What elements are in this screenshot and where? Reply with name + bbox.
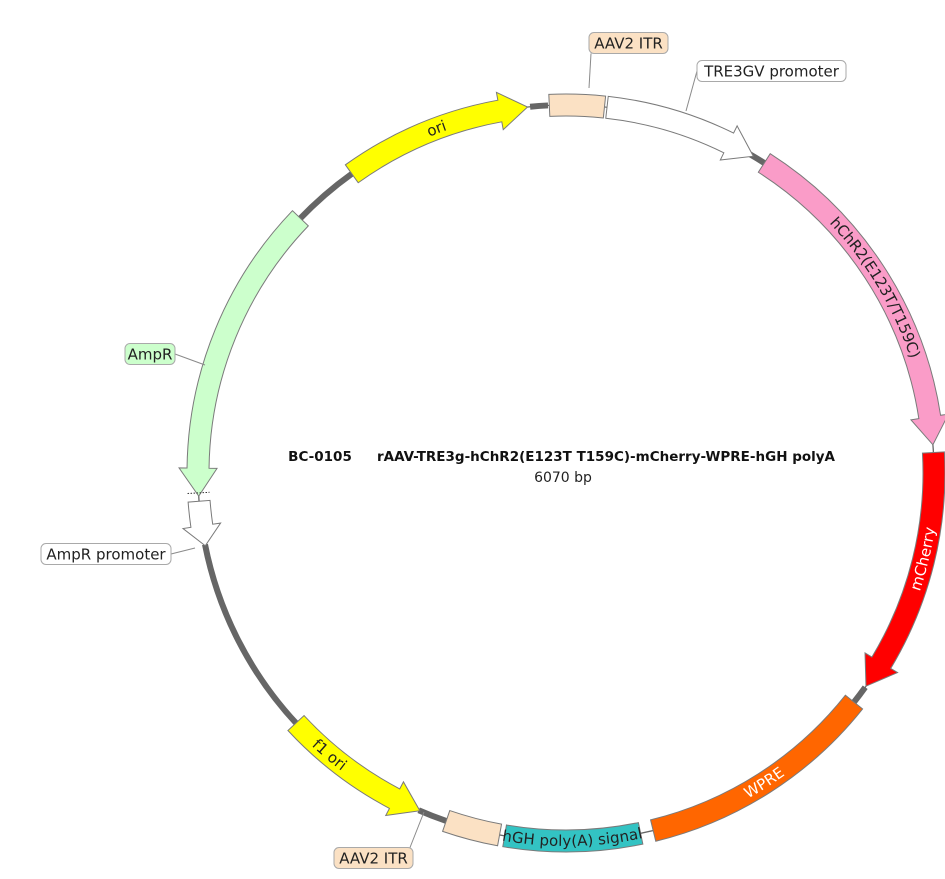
feature-hchr2[interactable] xyxy=(757,153,945,446)
feature-label-hchr2: hChR2(E123T/T159C) xyxy=(827,213,925,360)
leader-line xyxy=(170,547,196,555)
features xyxy=(178,91,945,853)
feature-hgh-polya-shape[interactable] xyxy=(502,821,644,853)
plasmid-length: 6070 bp xyxy=(534,470,592,486)
feature-label-ampr-promoter: AmpR promoter xyxy=(46,546,166,564)
feature-aav2-itr-top[interactable] xyxy=(548,93,607,119)
label-box xyxy=(696,60,847,82)
feature-label-ampr: AmpR xyxy=(128,346,173,364)
backbone-thick-segment xyxy=(202,543,300,727)
feature-aav2-itr-bottom-shape[interactable] xyxy=(441,809,503,847)
external-label-ampr-promoter[interactable]: AmpR promoter xyxy=(40,543,196,565)
feature-label-ori: ori xyxy=(424,116,449,140)
feature-aav2-itr-top-shape[interactable] xyxy=(548,93,607,119)
backbone-thick-segment xyxy=(851,685,868,705)
feature-tre3gv-promoter-shape[interactable] xyxy=(605,95,755,161)
label-box xyxy=(333,847,414,869)
external-label-tre3gv-promoter[interactable]: TRE3GV promoter xyxy=(685,60,847,112)
backbone-thick-segment xyxy=(297,171,354,222)
feature-tre3gv-promoter[interactable] xyxy=(605,95,755,161)
feature-ampr-promoter[interactable] xyxy=(181,499,222,547)
feature-label-aav2-itr-top: AAV2 ITR xyxy=(594,35,663,53)
feature-ori[interactable] xyxy=(344,91,529,184)
plasmid-name: rAAV-TRE3g-hChR2(E123T T159C)-mCherry-WP… xyxy=(377,449,836,465)
feature-mcherry-shape[interactable] xyxy=(864,451,945,687)
leader-line xyxy=(174,353,206,366)
leader-line xyxy=(588,53,592,89)
feature-mcherry[interactable] xyxy=(864,451,945,687)
external-label-aav2-itr-top[interactable]: AAV2 ITR xyxy=(588,32,669,89)
label-box xyxy=(40,543,172,565)
feature-label-tre3gv-promoter: TRE3GV promoter xyxy=(703,63,840,81)
feature-hgh-polya[interactable] xyxy=(502,821,644,853)
plasmid-id: BC-0105 xyxy=(288,449,352,465)
external-label-ampr[interactable]: AmpR xyxy=(124,343,206,366)
backbone-thick-segment xyxy=(529,102,549,110)
feature-f1-ori-shape[interactable] xyxy=(287,714,421,817)
feature-hchr2-shape[interactable] xyxy=(757,153,945,446)
feature-wpre[interactable] xyxy=(649,694,864,842)
leader-line xyxy=(409,811,425,848)
feature-wpre-shape[interactable] xyxy=(649,694,864,842)
label-box xyxy=(124,343,176,365)
leader-line xyxy=(685,70,698,112)
feature-ampr[interactable] xyxy=(178,209,310,498)
feature-ampr-promoter-shape[interactable] xyxy=(181,499,222,547)
external-label-aav2-itr-bottom[interactable]: AAV2 ITR xyxy=(333,811,425,869)
feature-ampr-shape[interactable] xyxy=(178,209,310,498)
feature-label-aav2-itr-bottom: AAV2 ITR xyxy=(339,850,408,868)
feature-aav2-itr-bottom[interactable] xyxy=(441,809,503,847)
feature-ori-shape[interactable] xyxy=(344,91,529,184)
label-box xyxy=(588,32,669,54)
feature-f1-ori[interactable] xyxy=(287,714,421,817)
ampr-marker xyxy=(187,491,210,494)
